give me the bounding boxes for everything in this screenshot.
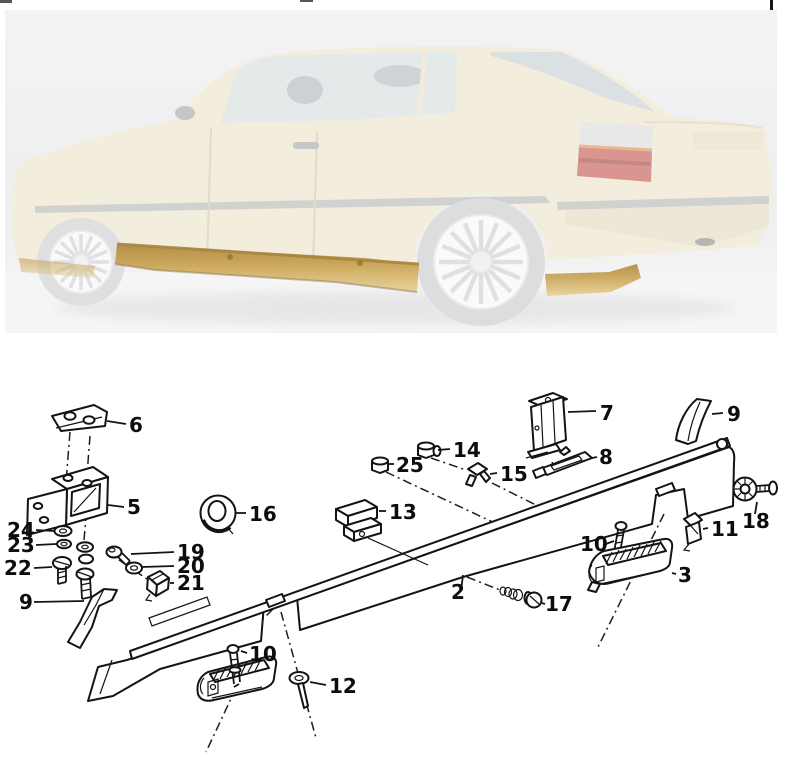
side-window — [221, 51, 475, 123]
callout-16: 16 — [249, 502, 277, 526]
leader-lines — [33, 410, 758, 686]
exhaust-tip — [695, 238, 715, 246]
part-9-left-end-piece — [67, 588, 118, 649]
side-trim-strip — [35, 196, 550, 213]
gold-sill-highlight — [19, 242, 641, 296]
rear-window — [491, 52, 655, 112]
part-24-23-22-fasteners — [52, 525, 95, 600]
part-15-clip — [465, 462, 491, 487]
part-3-cover-right — [587, 537, 674, 593]
part-10-bottom-screw — [226, 644, 242, 688]
part-6-plate — [51, 404, 108, 432]
part-8-slotted-rail — [532, 446, 593, 479]
callout-11: 11 — [711, 517, 739, 541]
license-recess — [693, 132, 763, 150]
callout-14: 14 — [453, 438, 481, 462]
part-16-grommet — [199, 494, 237, 535]
part-2-sill-moulding — [87, 437, 736, 702]
callout-9-right: 9 — [727, 402, 741, 426]
callout-3: 3 — [678, 563, 692, 587]
callout-19: 19 — [177, 540, 205, 564]
car-body — [12, 46, 772, 272]
part-12-rivet — [288, 671, 310, 709]
top-right-tick — [770, 0, 773, 13]
part-5-bracket — [26, 466, 109, 536]
part-11-clip — [682, 512, 703, 552]
part-9-right-end-piece — [675, 398, 712, 445]
bumper-trim-strip — [557, 196, 769, 210]
sill-recess — [148, 596, 211, 627]
car-shadow — [55, 291, 735, 325]
callout-20: 20 — [177, 554, 205, 578]
callout-24: 24 — [7, 518, 35, 542]
callout-7: 7 — [600, 401, 614, 425]
callout-15: 15 — [500, 462, 528, 486]
part-18-rivet-pin — [732, 476, 778, 502]
callout-2: 2 — [451, 580, 465, 604]
callout-13: 13 — [389, 500, 417, 524]
callout-10-right: 10 — [580, 532, 608, 556]
callout-21: 21 — [177, 571, 205, 595]
callout-10-bottom: 10 — [249, 642, 277, 666]
top-left-artifact — [0, 0, 12, 3]
rear-wheel — [417, 198, 545, 326]
callout-22: 22 — [4, 556, 32, 580]
callout-5: 5 — [127, 495, 141, 519]
part-14-plug — [417, 441, 442, 459]
part-25-nut — [371, 456, 389, 474]
car-photo — [5, 10, 777, 333]
callout-17: 17 — [545, 592, 573, 616]
tail-light — [577, 122, 653, 182]
part-7-support-bracket — [525, 392, 568, 459]
callout-25: 25 — [396, 453, 424, 477]
door-handle — [293, 142, 319, 149]
part-17-spring-screw — [499, 586, 543, 609]
side-mirror — [175, 106, 195, 120]
top-mid-artifact — [300, 0, 313, 2]
callout-23: 23 — [7, 533, 35, 557]
callout-12: 12 — [329, 674, 357, 698]
callout-6: 6 — [129, 413, 143, 437]
part-13-clamp-block — [335, 499, 429, 566]
callouts: 6 5 16 24 23 22 19 20 21 9 13 25 14 15 7… — [4, 401, 770, 698]
part-19-20-21-fasteners — [105, 545, 170, 602]
parts-diagram: 6 5 16 24 23 22 19 20 21 9 13 25 14 15 7… — [4, 392, 778, 753]
callout-18: 18 — [742, 509, 770, 533]
callout-9-left: 9 — [19, 590, 33, 614]
callout-8: 8 — [599, 445, 613, 469]
